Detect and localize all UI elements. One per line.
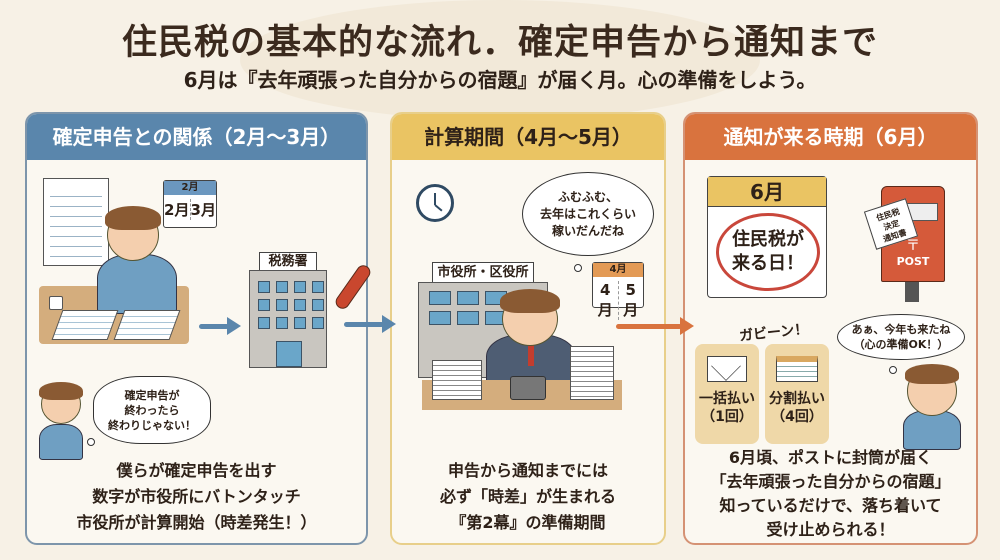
document-stack-icon — [432, 360, 482, 400]
calendar-apr-may-icon: 4月 4月 5月 — [592, 262, 644, 320]
document-icon — [113, 310, 181, 340]
tax-office-building-icon — [249, 270, 327, 368]
clerk-hair — [500, 289, 560, 313]
document-stack-icon — [570, 346, 614, 400]
thought-dot — [889, 366, 897, 374]
person-body — [39, 424, 83, 460]
june-calendar-icon: 6月 住民税が 来る日！ — [707, 176, 827, 298]
page-title: 住民税の基本的な流れ．確定申告から通知まで — [121, 23, 878, 63]
speech-bubble: ふむふむ、 去年はこれくらい 稼いだんだね — [522, 172, 654, 256]
panel-caption: 申告から通知までには 必ず「時差」が生まれる 『第2幕』の準備期間 — [439, 461, 616, 532]
page-subtitle: 6月は『去年頑張った自分からの宿題』が届く月。心の準備をしよう。 — [183, 68, 817, 92]
payment-option-installments: 分割払い （4回） — [765, 344, 829, 444]
arrow-head-icon — [227, 317, 241, 335]
panel-calculation-period: 計算期間（4月〜5月） ふむふむ、 去年はこれくらい 稼いだんだね 市役所・区役… — [390, 112, 666, 545]
arrow-head-icon — [382, 315, 396, 333]
postbox-pole — [905, 282, 919, 302]
tie-icon — [528, 338, 534, 366]
panel-tax-return: 確定申告との関係（2月〜3月） 2月 2月 3月 税務署 確定申告が 終わっ — [25, 112, 368, 545]
document-icon — [51, 310, 119, 340]
arrow-head-icon — [680, 317, 694, 335]
thought-dot — [87, 438, 95, 446]
flow-arrow — [199, 324, 229, 329]
thought-dot — [574, 264, 582, 272]
thought-bubble: あぁ、今年も来たね （心の準備OK！） — [837, 314, 965, 360]
panel-caption: 僕らが確定申告を出す 数字が市役所にバトンタッチ 市役所が計算開始（時差発生！） — [76, 461, 317, 532]
exclamation-text: ガビーン！ — [738, 321, 810, 345]
panel-notice-arrival: 通知が来る時期（6月） 6月 住民税が 来る日！ 〒 POST 住民税 決定 通… — [683, 112, 978, 545]
payment-option-lump-sum: 一括払い （1回） — [695, 344, 759, 444]
calendar-feb-mar-icon: 2月 2月 3月 — [163, 180, 217, 228]
panel-heading: 確定申告との関係（2月〜3月） — [27, 114, 366, 160]
highlight-circle: 住民税が 来る日！ — [716, 213, 820, 291]
calculator-icon — [510, 376, 546, 400]
city-hall-sign: 市役所・区役所 — [432, 262, 534, 284]
person-body — [97, 254, 177, 314]
calendar-icon — [776, 356, 818, 382]
flow-arrow — [616, 324, 682, 329]
person-body — [903, 410, 961, 450]
background-decoration — [240, 0, 760, 120]
panel-caption: 6月頃、ポストに封筒が届く 「去年頑張った自分からの宿題」 知っているだけで、落… — [710, 448, 951, 539]
tax-office-sign: 税務署 — [259, 252, 317, 272]
thought-bubble: 確定申告が 終わったら 終わりじゃない！ — [93, 376, 211, 444]
person-hair — [105, 206, 161, 230]
panel-heading: 通知が来る時期（6月） — [685, 114, 976, 160]
coffee-cup-icon — [49, 296, 63, 310]
envelope-icon — [707, 351, 747, 382]
panel-heading: 計算期間（4月〜5月） — [392, 114, 664, 160]
tax-form-icon — [43, 178, 109, 266]
flow-arrow — [344, 322, 384, 327]
person-hair — [905, 364, 959, 384]
clock-icon — [416, 184, 454, 222]
person-hair — [39, 382, 83, 400]
